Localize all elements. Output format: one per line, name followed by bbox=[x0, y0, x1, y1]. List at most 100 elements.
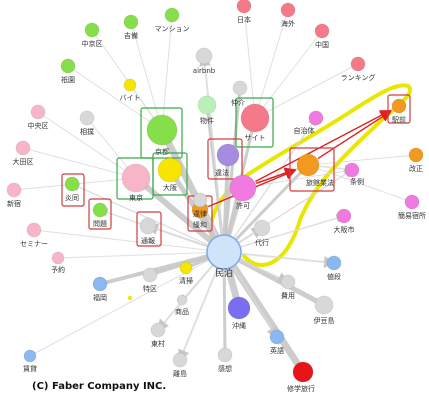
node-osakashi[interactable]: 大阪市 bbox=[334, 208, 355, 234]
node-ihou[interactable]: 違法 bbox=[207, 138, 243, 180]
node-minpaku[interactable]: 民泊 bbox=[206, 234, 242, 279]
node-label: 条例 bbox=[350, 177, 364, 186]
node-chuukyou[interactable]: 中京区 bbox=[82, 22, 103, 48]
node-kansou[interactable]: 感想 bbox=[217, 347, 233, 373]
node-label: 改正 bbox=[409, 164, 423, 173]
node-sakura[interactable]: 相撲 bbox=[79, 110, 95, 136]
node-tsukai[interactable]: 通報 bbox=[136, 211, 162, 247]
node-label: 大阪市 bbox=[334, 225, 355, 234]
node-site[interactable]: サイト bbox=[235, 97, 274, 148]
node-label: マンション bbox=[155, 25, 190, 33]
node-mondai[interactable]: 問題 bbox=[88, 198, 112, 230]
node-label: 許可 bbox=[236, 201, 250, 210]
node-kyoka[interactable]: 許可 bbox=[229, 174, 257, 210]
node-circle bbox=[308, 110, 324, 126]
node-kyoto[interactable]: 京都 bbox=[140, 107, 183, 159]
node-ryokan[interactable]: 旅館業法 bbox=[289, 147, 335, 192]
node-kaisei[interactable]: 改正 bbox=[408, 147, 424, 173]
copyright-notice: (C) Faber Company INC. bbox=[32, 381, 167, 392]
node-circle bbox=[92, 202, 108, 218]
node-chukai[interactable]: 仲介 bbox=[231, 80, 248, 107]
node-eigo[interactable]: 英語 bbox=[269, 329, 285, 355]
node-osaka[interactable]: 大阪 bbox=[152, 152, 188, 196]
node-label: 物件 bbox=[200, 116, 214, 125]
node-suishin[interactable]: 違律 bbox=[192, 192, 208, 218]
edge-kyoto-gion bbox=[67, 65, 163, 131]
node-eki[interactable]: 駅前 bbox=[387, 94, 411, 124]
node-circle bbox=[216, 143, 240, 167]
node-seminar[interactable]: セミナー bbox=[20, 222, 48, 248]
node-ranking[interactable]: ランキング bbox=[341, 56, 376, 82]
node-label: 東京 bbox=[129, 193, 143, 202]
node-nedan[interactable]: 値段 bbox=[326, 255, 342, 281]
node-daikou[interactable]: 代行 bbox=[253, 219, 271, 247]
node-tomura[interactable]: 東村 bbox=[150, 322, 166, 348]
node-tokku[interactable]: 特区 bbox=[142, 267, 158, 293]
node-label: 清掃 bbox=[179, 276, 193, 285]
edge-minpaku-seminar bbox=[33, 227, 225, 253]
node-baito[interactable]: バイト bbox=[120, 78, 141, 102]
node-circle bbox=[269, 329, 285, 345]
node-label: 東村 bbox=[151, 339, 165, 348]
node-chuuo[interactable]: 中央区 bbox=[28, 104, 49, 130]
node-shugaku[interactable]: 修学旅行 bbox=[287, 361, 315, 393]
node-nodeJ[interactable]: 清掃 bbox=[179, 261, 193, 285]
node-izu[interactable]: 伊豆島 bbox=[314, 295, 335, 325]
node-chugoku[interactable]: 中国 bbox=[314, 23, 330, 49]
highlight-box bbox=[88, 198, 112, 230]
edge-minpaku-jourei bbox=[223, 169, 354, 253]
node-circle bbox=[172, 352, 188, 368]
node-shinjuku[interactable]: 新宿 bbox=[6, 182, 22, 208]
node-circle bbox=[236, 0, 252, 14]
node-label: セミナー bbox=[20, 240, 48, 248]
node-circle bbox=[51, 251, 65, 265]
node-label: 問題 bbox=[93, 220, 107, 228]
node-sumida[interactable]: 炎同 bbox=[61, 173, 85, 207]
node-circle bbox=[192, 192, 208, 208]
highlight-arrow-4 bbox=[255, 110, 392, 183]
node-circle bbox=[23, 349, 37, 363]
node-nihon[interactable]: 日本 bbox=[236, 0, 252, 24]
node-ota[interactable]: 大田区 bbox=[13, 140, 34, 166]
edge-kyoto-mansion bbox=[161, 14, 175, 131]
node-label: 大阪 bbox=[163, 183, 177, 192]
node-circle bbox=[344, 162, 360, 178]
node-yoyaku[interactable]: 予約 bbox=[51, 251, 65, 274]
node-jichitai[interactable]: 自治体 bbox=[294, 110, 324, 135]
node-shinshun[interactable]: 吉備 bbox=[123, 14, 139, 40]
node-tokyo[interactable]: 東京 bbox=[116, 157, 154, 202]
node-circle bbox=[26, 222, 42, 238]
node-circle bbox=[123, 78, 137, 92]
edge-minpaku-mondai bbox=[98, 208, 225, 253]
node-hiyou[interactable]: 費用 bbox=[280, 274, 296, 300]
node-mansion[interactable]: マンション bbox=[155, 7, 190, 33]
node-label: 予約 bbox=[51, 265, 65, 274]
node-airbnb[interactable]: airbnb bbox=[193, 47, 216, 75]
node-kansei[interactable]: 簡易宿所 bbox=[398, 194, 426, 220]
node-circle bbox=[146, 114, 178, 146]
node-fukuoka[interactable]: 福岡 bbox=[92, 276, 108, 302]
node-label: 福岡 bbox=[93, 293, 107, 302]
edge-tokyo-chuuo bbox=[37, 111, 137, 179]
node-jourei[interactable]: 条例 bbox=[344, 162, 364, 186]
node-bukken[interactable]: 物件 bbox=[197, 95, 217, 125]
edge-kyoto-shinshun bbox=[129, 21, 163, 131]
node-kaigai[interactable]: 海外 bbox=[280, 2, 296, 28]
node-label: 大田区 bbox=[13, 157, 34, 166]
node-circle bbox=[176, 294, 188, 306]
edge-ryokan-kaisei bbox=[307, 152, 417, 166]
node-okinawa[interactable]: 沖縄 bbox=[227, 296, 251, 330]
node-label: 違律 bbox=[193, 209, 207, 218]
node-circle bbox=[142, 267, 158, 283]
node-gion[interactable]: 祇園 bbox=[60, 58, 76, 84]
node-ritou[interactable]: 離島 bbox=[172, 352, 188, 378]
node-chintai[interactable]: 賃貸 bbox=[23, 349, 37, 373]
node-label: 中国 bbox=[315, 40, 329, 49]
node-shogyo[interactable]: 商品 bbox=[175, 294, 189, 316]
node-circle bbox=[121, 163, 151, 193]
node-label: 通報 bbox=[141, 236, 155, 245]
node-label: 費用 bbox=[281, 291, 295, 300]
node-label: バイト bbox=[120, 94, 141, 102]
